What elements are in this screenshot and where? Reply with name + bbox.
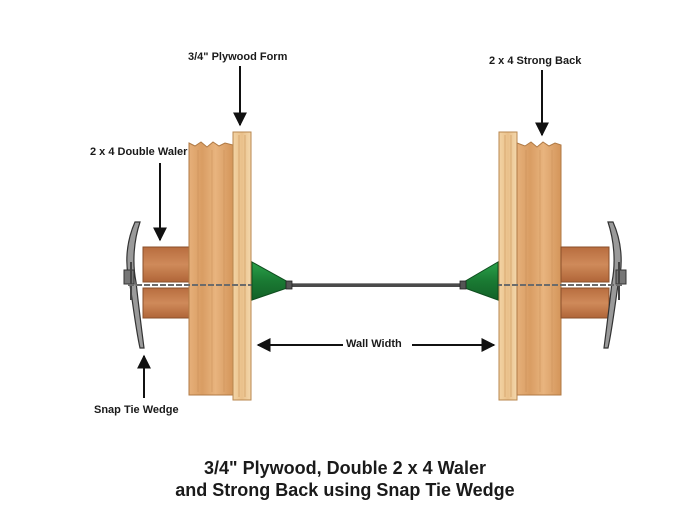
- right-waler-lower: [560, 287, 610, 319]
- left-snap-tie-wedge: [126, 221, 145, 349]
- left-waler-upper: [142, 246, 192, 283]
- right-tie-cone: [461, 261, 499, 301]
- left-waler-lower: [142, 287, 192, 319]
- snap-tie-wedge-label: Snap Tie Wedge: [94, 404, 179, 416]
- strong-back-label: 2 x 4 Strong Back: [489, 55, 582, 67]
- wall-width-label: Wall Width: [343, 338, 405, 350]
- left-strong-back: [188, 141, 234, 396]
- double-waler-label: 2 x 4 Double Waler: [90, 146, 188, 158]
- left-tie-cone: [251, 261, 291, 301]
- plywood-form-label: 3/4" Plywood Form: [188, 51, 288, 63]
- right-waler-upper: [560, 246, 610, 283]
- caption-line-2: and Strong Back using Snap Tie Wedge: [175, 480, 515, 500]
- right-strong-back: [516, 141, 562, 396]
- left-plywood-form: [232, 131, 252, 401]
- caption-line-1: 3/4" Plywood, Double 2 x 4 Waler: [204, 458, 486, 478]
- leader-arrows: [137, 66, 549, 398]
- snap-tie: [128, 261, 622, 301]
- right-plywood-form: [498, 131, 518, 401]
- right-form-assembly: [498, 131, 627, 401]
